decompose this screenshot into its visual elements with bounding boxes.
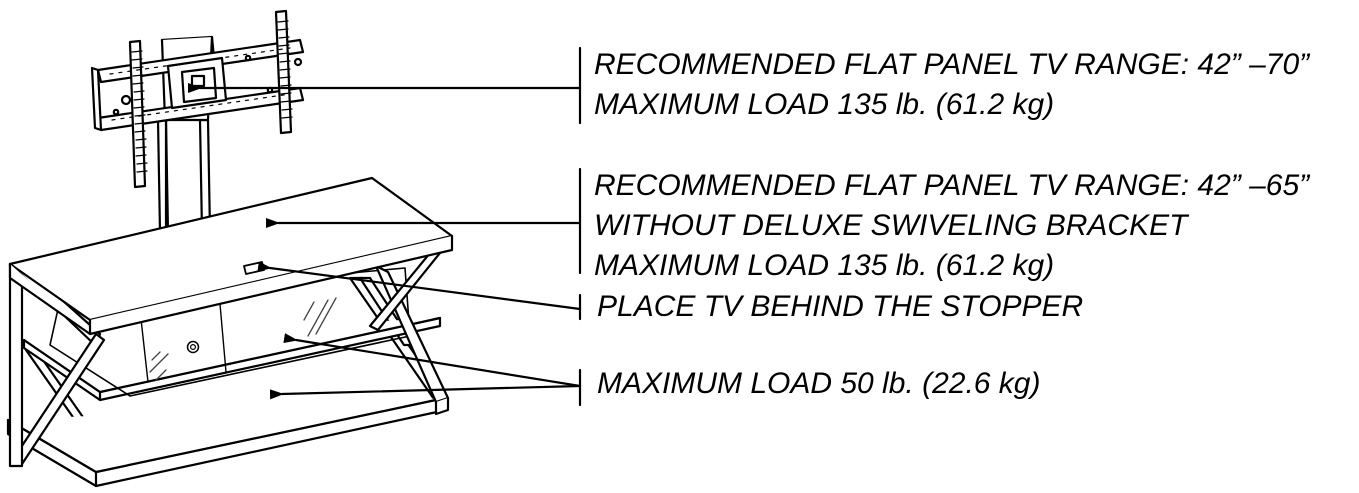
tv-arm-holes (109, 20, 293, 173)
glass-shelf (22, 267, 442, 402)
glass-hatch (149, 297, 337, 381)
callout-lines (188, 46, 582, 407)
tv-bracket (90, 9, 305, 234)
